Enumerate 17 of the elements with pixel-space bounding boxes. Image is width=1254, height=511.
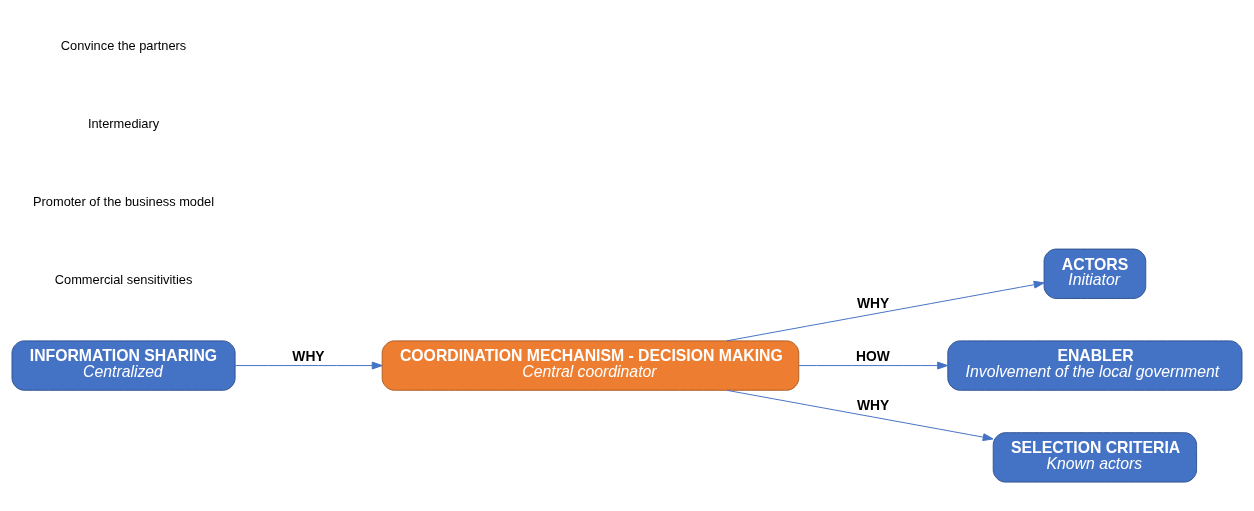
label: Commercial sensitivities xyxy=(54,272,193,288)
arrow xyxy=(234,361,383,370)
edge-label: WHY xyxy=(857,294,890,311)
arrow xyxy=(726,389,994,442)
arrow xyxy=(798,361,949,370)
edge-label: WHY xyxy=(857,397,890,414)
node-box: SELECTION CRITERIA Known actors xyxy=(992,432,1198,483)
edge-label: WHY xyxy=(292,347,325,364)
label: Promoter of the business model xyxy=(32,194,215,210)
edge-label: HOW xyxy=(856,347,890,364)
arrow xyxy=(726,280,1045,342)
node-box: COORDINATION MECHANISM - DECISION MAKING Central coordinator xyxy=(381,340,800,391)
node-box: ENABLER Involvement of the local government xyxy=(947,340,1243,391)
label: Convince the partners xyxy=(60,38,187,54)
node-box: ACTORS Initiator xyxy=(1043,248,1147,299)
label: Intermediary xyxy=(87,116,160,132)
node-box: INFORMATION SHARING Centralized xyxy=(11,340,236,391)
